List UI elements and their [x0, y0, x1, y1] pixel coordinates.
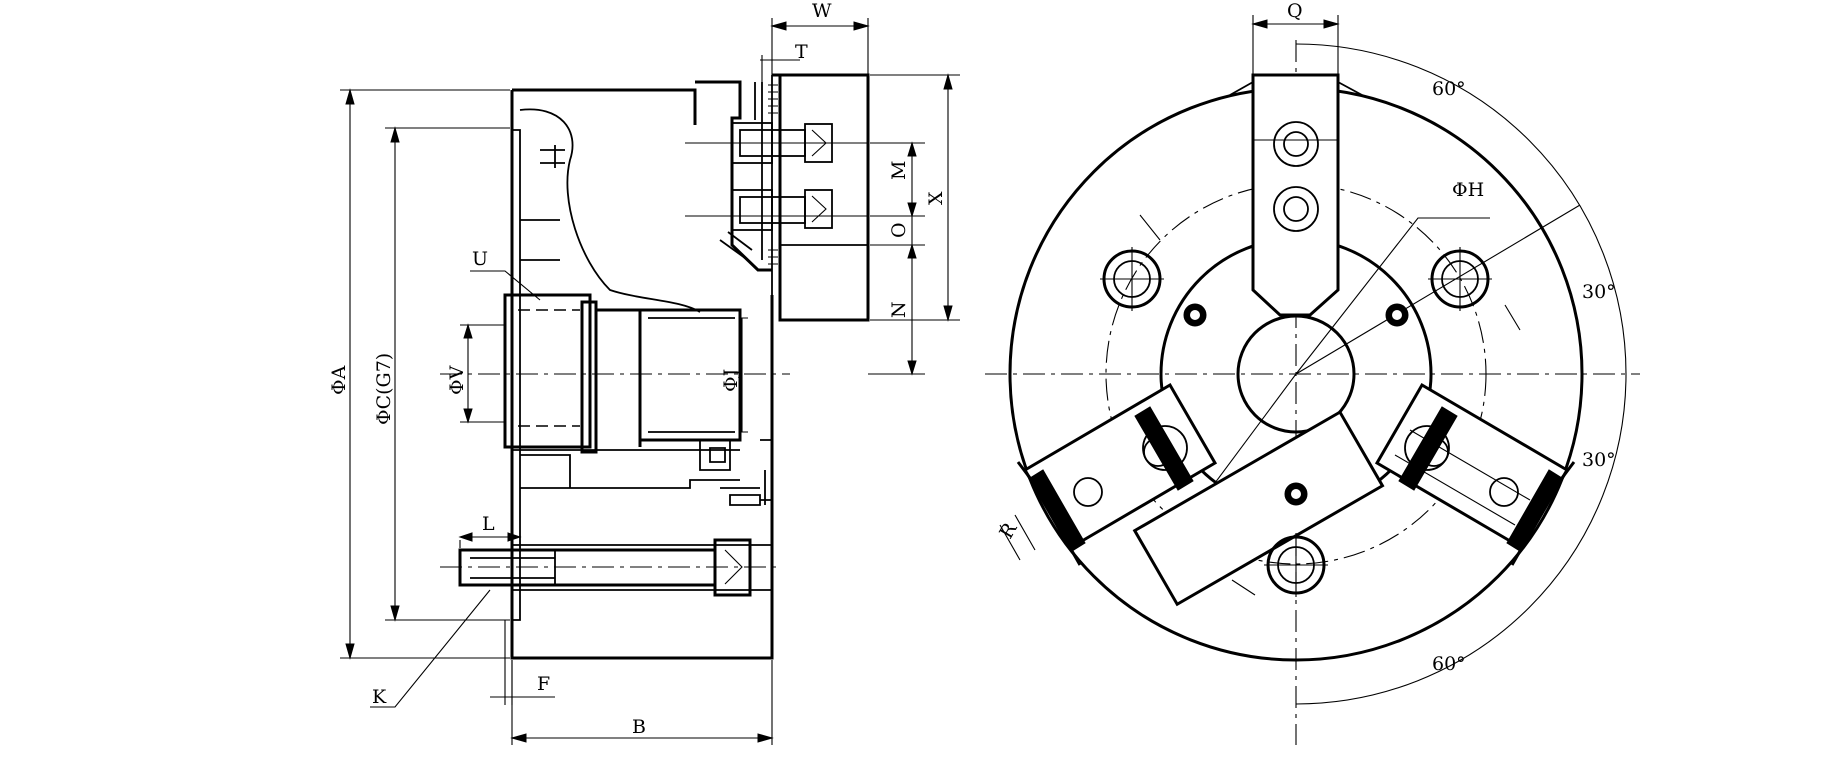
label-l: L — [482, 513, 495, 535]
label-k: K — [372, 686, 387, 708]
side-section-view — [340, 18, 960, 745]
label-o: O — [888, 222, 910, 238]
label-angle-30-upper: 30° — [1582, 281, 1616, 303]
label-m: M — [888, 161, 910, 180]
label-b: B — [632, 716, 646, 738]
label-n: N — [888, 301, 910, 318]
label-x: X — [925, 191, 947, 205]
label-phi-v: ΦV — [446, 365, 468, 395]
label-f: F — [537, 673, 550, 695]
label-q: Q — [1287, 0, 1303, 22]
label-phi-a: ΦA — [328, 365, 350, 395]
label-t: T — [795, 41, 808, 63]
label-angle-30-lower: 30° — [1582, 449, 1616, 471]
dimension-labels: W T M X O N U ΦA ΦC(G7) ΦV ΦJ L K F B Q … — [328, 0, 1616, 738]
label-angle-60-bottom: 60° — [1432, 653, 1466, 675]
label-r: R — [995, 519, 1022, 543]
label-phi-h: ΦH — [1452, 179, 1484, 201]
label-w: W — [812, 0, 832, 22]
label-phi-j: ΦJ — [720, 369, 742, 392]
label-angle-60-top: 60° — [1432, 78, 1466, 100]
front-view — [985, 15, 1640, 745]
label-phi-c: ΦC(G7) — [373, 353, 395, 425]
label-u: U — [472, 248, 488, 270]
